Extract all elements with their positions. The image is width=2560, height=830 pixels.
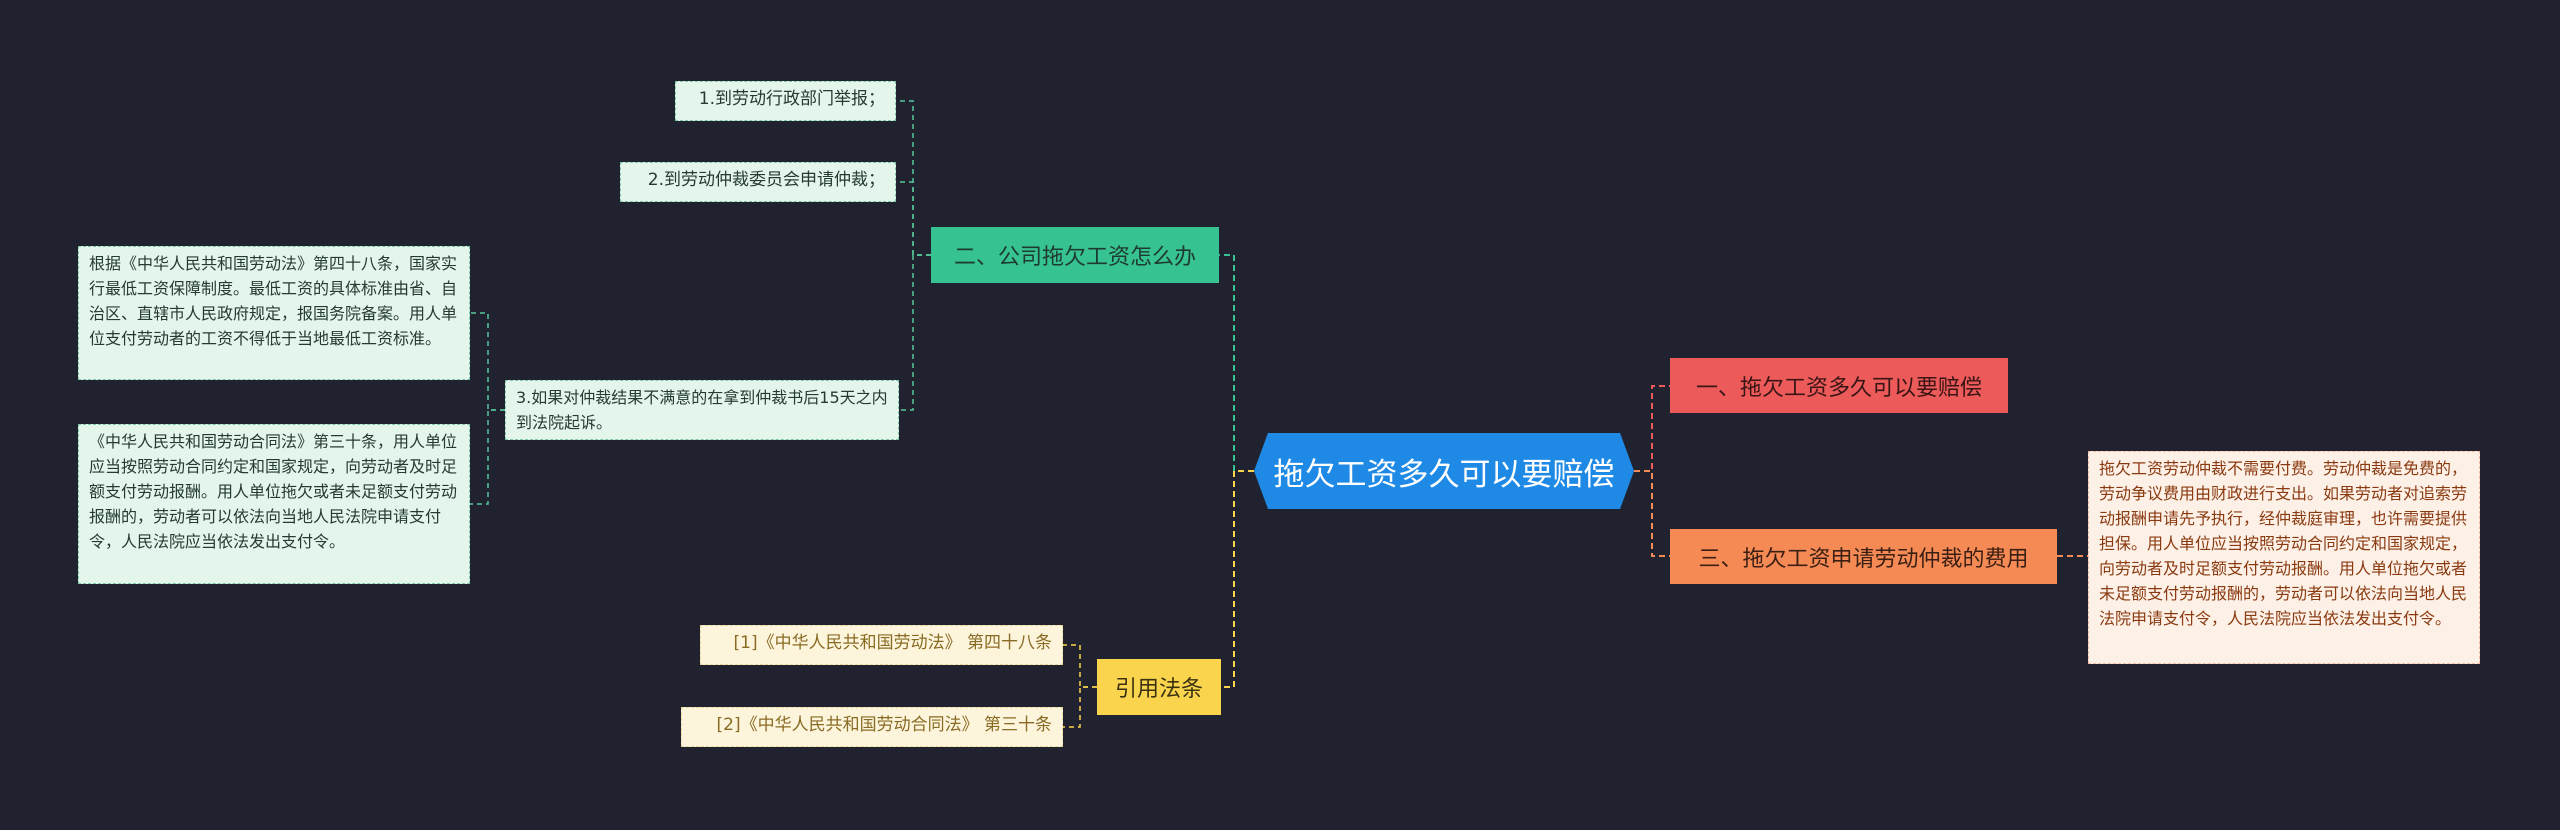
edge-root-orange xyxy=(1634,470,1670,557)
leaf-arbitration-fee-detail-text: 拖欠工资劳动仲裁不需要付费。劳动仲裁是免费的，劳动争议费用由财政进行支出。如果劳… xyxy=(2099,459,2468,628)
edge-root-green xyxy=(1219,254,1254,472)
note-labor-law-48-text: 根据《中华人民共和国劳动法》第四十八条，国家实行最低工资保障制度。最低工资的具体… xyxy=(89,254,458,348)
root-label: 拖欠工资多久可以要赔偿 xyxy=(1273,456,1615,493)
branch-cited-laws[interactable]: 引用法条 xyxy=(1097,659,1221,715)
leaf-court-lawsuit[interactable]: 3.如果对仲裁结果不满意的在拿到仲裁书后15天之内到法院起诉。 xyxy=(505,380,899,440)
branch-arbitration-fee-label: 三、拖欠工资申请劳动仲裁的费用 xyxy=(1698,546,2029,572)
branch-arbitration-fee[interactable]: 三、拖欠工资申请劳动仲裁的费用 xyxy=(1670,529,2057,584)
edge-green-item3 xyxy=(899,254,931,411)
leaf-law-ref-1-text: [1]《中华人民共和国劳动法》 第四十八条 xyxy=(733,633,1052,653)
branch-cited-laws-label: 引用法条 xyxy=(1114,677,1203,702)
edge-item3-note-a xyxy=(470,312,505,411)
edge-yellow-law2 xyxy=(1063,686,1097,728)
note-contract-law-30-text: 《中华人民共和国劳动合同法》第三十条，用人单位应当按照劳动合同约定和国家规定，向… xyxy=(89,432,458,551)
edge-green-item1 xyxy=(896,100,931,256)
branch-what-to-do[interactable]: 二、公司拖欠工资怎么办 xyxy=(931,227,1219,283)
leaf-law-ref-1[interactable]: [1]《中华人民共和国劳动法》 第四十八条 xyxy=(700,625,1063,665)
edge-yellow-law1 xyxy=(1063,644,1097,688)
branch-what-to-do-label: 二、公司拖欠工资怎么办 xyxy=(953,245,1196,270)
leaf-report-labor-dept[interactable]: 1.到劳动行政部门举报； xyxy=(675,81,896,121)
leaf-report-labor-dept-text: 1.到劳动行政部门举报； xyxy=(698,89,885,109)
leaf-court-lawsuit-text: 3.如果对仲裁结果不满意的在拿到仲裁书后15天之内到法院起诉。 xyxy=(516,388,888,432)
leaf-law-ref-2[interactable]: [2]《中华人民共和国劳动合同法》 第三十条 xyxy=(681,707,1063,747)
leaf-law-ref-2-text: [2]《中华人民共和国劳动合同法》 第三十条 xyxy=(716,715,1052,735)
edge-root-red xyxy=(1634,385,1670,472)
edge-item3-note-b xyxy=(470,409,505,505)
note-labor-law-48[interactable]: 根据《中华人民共和国劳动法》第四十八条，国家实行最低工资保障制度。最低工资的具体… xyxy=(78,246,470,380)
edge-root-yellow xyxy=(1221,470,1254,688)
branch-how-long[interactable]: 一、拖欠工资多久可以要赔偿 xyxy=(1670,358,2008,413)
note-contract-law-30[interactable]: 《中华人民共和国劳动合同法》第三十条，用人单位应当按照劳动合同约定和国家规定，向… xyxy=(78,424,470,584)
edge-green-item2 xyxy=(896,181,931,256)
leaf-apply-arbitration-text: 2.到劳动仲裁委员会申请仲裁； xyxy=(647,170,885,190)
leaf-arbitration-fee-detail[interactable]: 拖欠工资劳动仲裁不需要付费。劳动仲裁是免费的，劳动争议费用由财政进行支出。如果劳… xyxy=(2088,451,2480,664)
root-node[interactable]: 拖欠工资多久可以要赔偿 xyxy=(1254,433,1634,509)
leaf-apply-arbitration[interactable]: 2.到劳动仲裁委员会申请仲裁； xyxy=(620,162,896,202)
branch-how-long-label: 一、拖欠工资多久可以要赔偿 xyxy=(1695,375,1982,401)
